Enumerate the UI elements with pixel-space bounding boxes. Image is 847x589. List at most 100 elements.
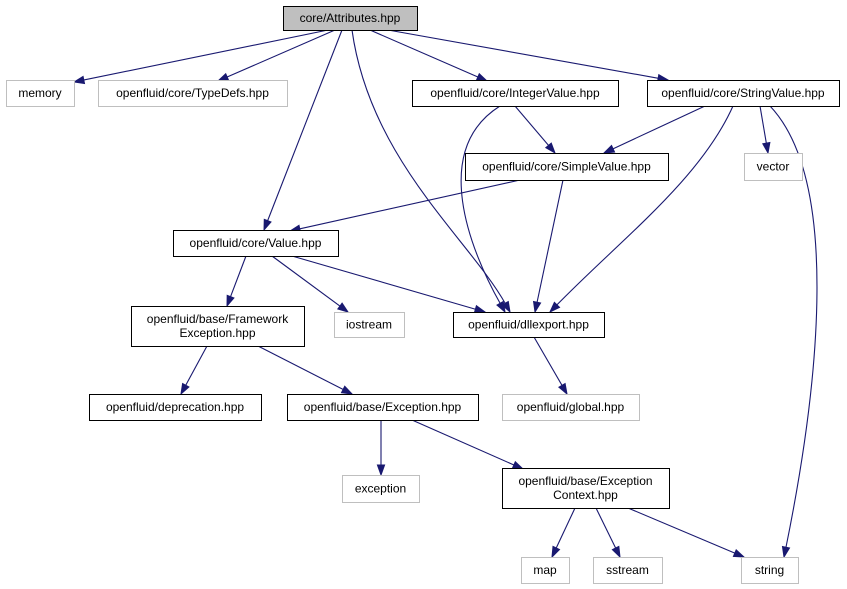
edge-line	[298, 179, 521, 230]
node-label: openfluid/dllexport.hpp	[468, 318, 589, 332]
edge-arrowhead	[180, 382, 190, 396]
node-sstream: sstream	[593, 557, 663, 584]
node-box	[89, 394, 262, 421]
node-box	[744, 153, 803, 181]
node-box	[6, 80, 75, 107]
edge-arrowhead	[732, 548, 746, 558]
edges-layer	[72, 29, 818, 559]
edge-line	[226, 29, 336, 78]
node-label: openfluid/global.hpp	[517, 400, 625, 414]
edge-attributes-to-memory	[72, 29, 329, 85]
node-attributes[interactable]: core/Attributes.hpp	[283, 6, 418, 31]
edge-arrowhead	[548, 301, 561, 314]
edge-arrowhead	[551, 545, 561, 559]
node-box	[342, 475, 420, 503]
node-label: openfluid/core/TypeDefs.hpp	[116, 86, 269, 100]
node-map: map	[521, 557, 570, 584]
edge-arrowhead	[340, 385, 354, 395]
edge-stringvalue-to-simplevalue	[602, 105, 706, 154]
edge-arrowhead	[475, 72, 489, 82]
node-box	[283, 6, 418, 31]
edge-line	[759, 105, 768, 145]
edge-simplevalue-to-dllexport	[532, 179, 564, 314]
node-label: vector	[757, 160, 790, 174]
edge-line	[514, 105, 550, 147]
edge-value-to-iostream	[271, 255, 350, 313]
node-box	[647, 80, 840, 107]
node-label: core/Attributes.hpp	[300, 11, 401, 25]
edge-value-to-frameworkexception	[226, 255, 247, 308]
edge-line	[387, 29, 660, 79]
edge-line	[411, 419, 515, 466]
node-stringvalue[interactable]: openfluid/core/StringValue.hpp	[647, 80, 840, 107]
edge-dllexport-to-global	[533, 336, 568, 396]
node-box	[465, 153, 669, 181]
edge-line	[229, 255, 247, 298]
node-exception: exception	[342, 475, 420, 503]
edge-arrowhead	[496, 300, 506, 314]
edge-frameworkexception-to-deprecation	[180, 345, 208, 396]
edge-arrowhead	[226, 294, 235, 308]
edge-arrowhead	[602, 144, 616, 154]
node-typedefs: openfluid/core/TypeDefs.hpp	[98, 80, 288, 107]
node-box	[334, 312, 405, 338]
node-exception_hpp[interactable]: openfluid/base/Exception.hpp	[287, 394, 479, 421]
edge-line	[266, 29, 343, 222]
node-box	[741, 557, 799, 584]
node-global: openfluid/global.hpp	[502, 394, 640, 421]
node-label: openfluid/core/IntegerValue.hpp	[430, 86, 600, 100]
node-deprecation[interactable]: openfluid/deprecation.hpp	[89, 394, 262, 421]
edge-arrowhead	[781, 545, 791, 559]
edge-line	[184, 345, 208, 387]
node-string: string	[741, 557, 799, 584]
node-label: sstream	[606, 563, 649, 577]
node-label: openfluid/deprecation.hpp	[106, 400, 244, 414]
edge-line	[627, 507, 736, 555]
node-vector: vector	[744, 153, 803, 181]
edge-line	[271, 255, 342, 308]
node-box	[453, 312, 605, 338]
node-label: openfluid/core/SimpleValue.hpp	[482, 160, 651, 174]
edge-arrowhead	[72, 75, 86, 85]
edge-line	[351, 29, 507, 305]
node-integervalue[interactable]: openfluid/core/IntegerValue.hpp	[412, 80, 619, 107]
node-box	[502, 394, 640, 421]
node-label: openfluid/core/Value.hpp	[190, 236, 322, 250]
edge-integervalue-to-dllexport	[460, 105, 506, 314]
node-label: memory	[18, 86, 61, 100]
edge-arrowhead	[336, 302, 350, 313]
node-label: exception	[355, 482, 406, 496]
node-memory: memory	[6, 80, 75, 107]
edge-arrowhead	[544, 142, 556, 155]
edge-arrowhead	[558, 382, 568, 396]
edge-arrowhead	[532, 300, 542, 314]
edge-line	[460, 105, 502, 305]
node-simplevalue[interactable]: openfluid/core/SimpleValue.hpp	[465, 153, 669, 181]
node-box	[593, 557, 663, 584]
node-box	[131, 306, 305, 347]
node-value[interactable]: openfluid/core/Value.hpp	[173, 230, 339, 257]
edge-stringvalue-to-string	[769, 105, 818, 559]
edge-line	[369, 29, 479, 78]
node-iostream: iostream	[334, 312, 405, 338]
edge-exception_hpp-to-exceptioncontext	[411, 419, 525, 470]
node-label: openfluid/base/Framework	[147, 312, 289, 326]
node-dllexport[interactable]: openfluid/dllexport.hpp	[453, 312, 605, 338]
edge-attributes-to-typedefs	[216, 29, 336, 82]
edge-arrowhead	[511, 460, 525, 470]
node-label: openfluid/core/StringValue.hpp	[661, 86, 825, 100]
edge-exception_hpp-to-exception	[376, 420, 386, 477]
edge-arrowhead	[761, 141, 771, 155]
edge-simplevalue-to-value	[288, 179, 521, 233]
node-label: openfluid/base/Exception	[518, 474, 652, 488]
edge-line	[769, 105, 818, 549]
edge-arrowhead	[216, 72, 230, 82]
edge-exceptioncontext-to-map	[551, 507, 576, 559]
edge-line	[291, 255, 477, 311]
node-label: string	[755, 563, 784, 577]
edge-line	[611, 105, 706, 150]
edge-line	[82, 29, 329, 81]
